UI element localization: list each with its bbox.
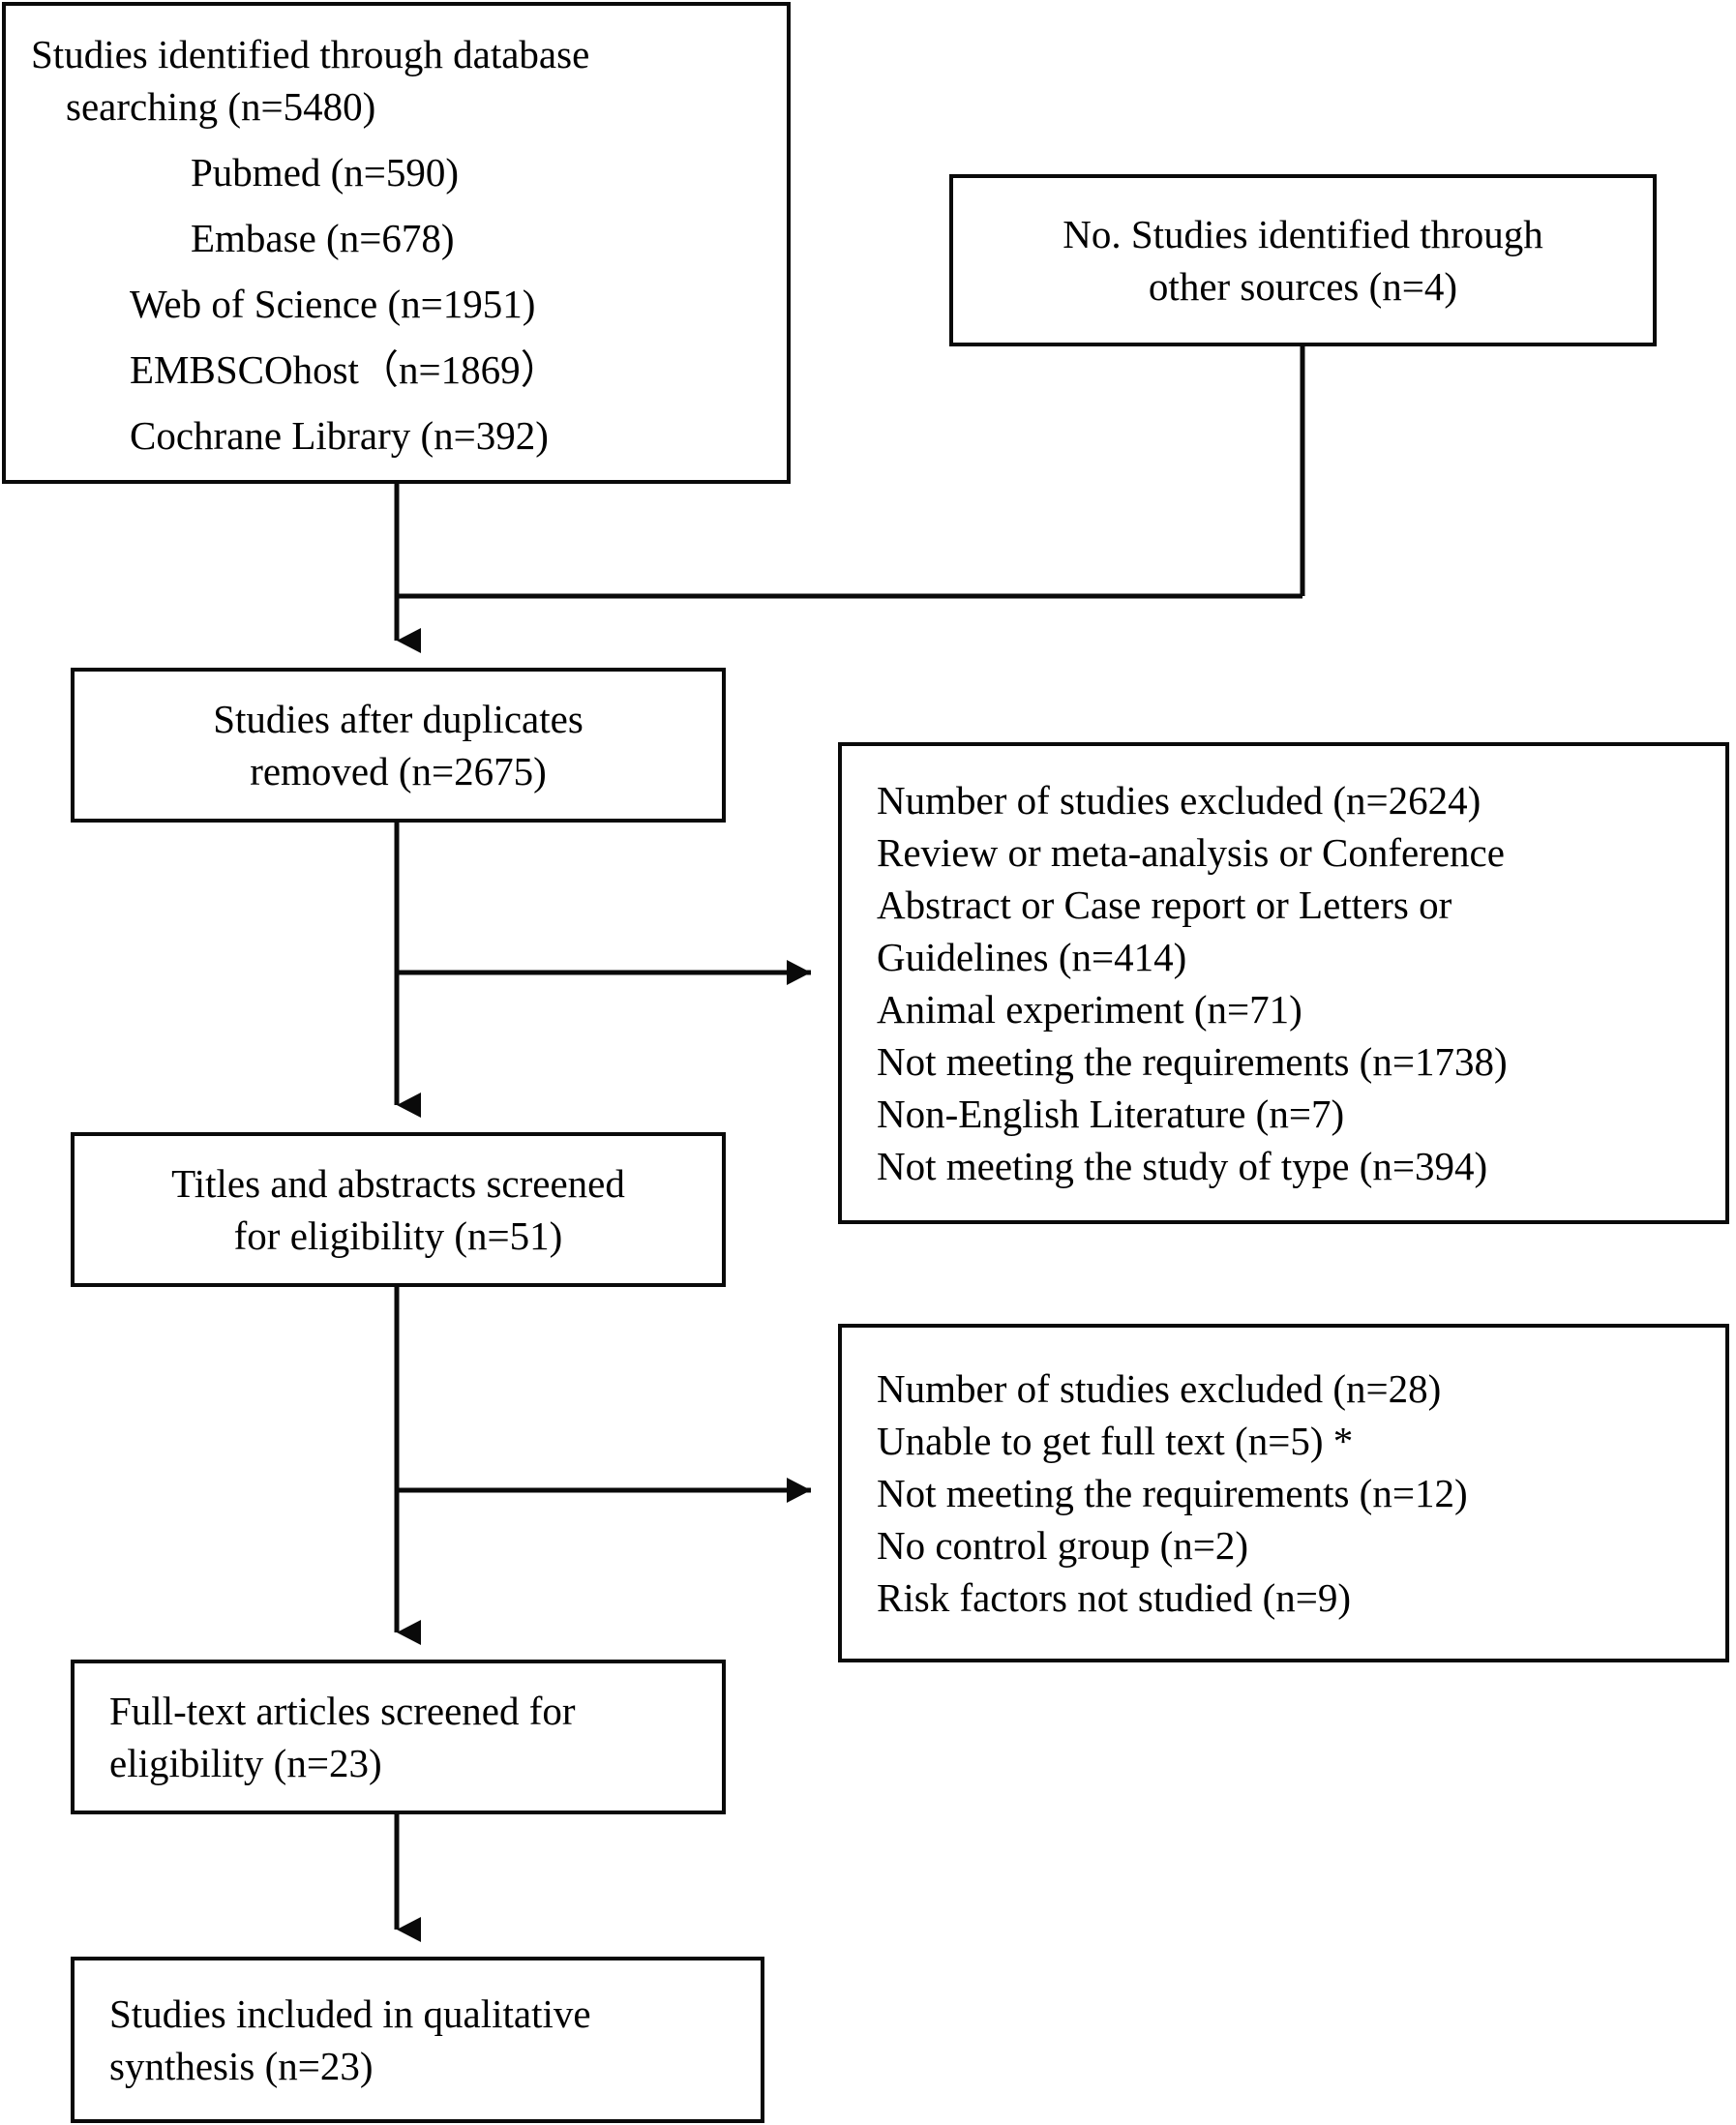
box5-line-1: Full-text articles screened for — [109, 1688, 576, 1733]
box-excluded-after-fulltext: Number of studies excluded (n=28) Unable… — [838, 1324, 1729, 1662]
box2-line-1: No. Studies identified through — [1063, 211, 1543, 256]
excl2-line-4: No control group (n=2) — [877, 1523, 1249, 1569]
box3-line-2: removed (n=2675) — [250, 749, 547, 793]
box5-line-2: eligibility (n=23) — [109, 1741, 382, 1785]
excl2-line-3: Not meeting the requirements (n=12) — [877, 1470, 1468, 1515]
box-fulltext-articles-screened: Full-text articles screened for eligibil… — [71, 1660, 726, 1814]
excl2-line-2: Unable to get full text (n=5) * — [877, 1418, 1354, 1463]
excl1-line-2: Review or meta-analysis or Conference — [877, 829, 1505, 875]
excl1-line-1: Number of studies excluded (n=2624) — [877, 777, 1482, 823]
box-excluded-after-screening: Number of studies excluded (n=2624) Revi… — [838, 742, 1729, 1224]
box1-line-embscohost: EMBSCOhost（n=1869） — [130, 347, 560, 393]
excl1-line-5: Animal experiment (n=71) — [877, 987, 1302, 1032]
box1-line-embase: Embase (n=678) — [191, 215, 455, 260]
box3-line-1: Studies after duplicates — [213, 696, 584, 741]
excl2-line-5: Risk factors not studied (n=9) — [877, 1575, 1351, 1621]
excl1-line-7: Non-English Literature (n=7) — [877, 1092, 1345, 1137]
box-studies-identified-other-sources: No. Studies identified through other sou… — [949, 174, 1657, 346]
box1-line-pubmed: Pubmed (n=590) — [191, 149, 460, 195]
box1-line-1: Studies identified through database — [31, 31, 590, 76]
box4-line-1: Titles and abstracts screened — [171, 1160, 625, 1206]
excl2-line-1: Number of studies excluded (n=28) — [877, 1365, 1442, 1411]
box6-line-2: synthesis (n=23) — [109, 2044, 374, 2088]
box2-line-2: other sources (n=4) — [1148, 264, 1458, 309]
box6-line-1: Studies included in qualitative — [109, 1990, 591, 2036]
box-studies-after-duplicates-removed: Studies after duplicates removed (n=2675… — [71, 668, 726, 823]
box1-line-cochrane: Cochrane Library (n=392) — [130, 413, 549, 459]
excl1-line-8: Not meeting the study of type (n=394) — [877, 1144, 1488, 1189]
box-studies-identified-database: Studies identified through database sear… — [2, 2, 791, 484]
box1-line-web-of-science: Web of Science (n=1951) — [130, 282, 536, 327]
box-titles-abstracts-screened: Titles and abstracts screened for eligib… — [71, 1132, 726, 1287]
box1-line-2: searching (n=5480) — [66, 83, 376, 129]
excl1-line-4: Guidelines (n=414) — [877, 934, 1187, 979]
excl1-line-3: Abstract or Case report or Letters or — [877, 882, 1452, 927]
excl1-line-6: Not meeting the requirements (n=1738) — [877, 1039, 1508, 1085]
box4-line-2: for eligibility (n=51) — [233, 1213, 563, 1258]
box-studies-included-qualitative-synthesis: Studies included in qualitative synthesi… — [71, 1957, 764, 2123]
